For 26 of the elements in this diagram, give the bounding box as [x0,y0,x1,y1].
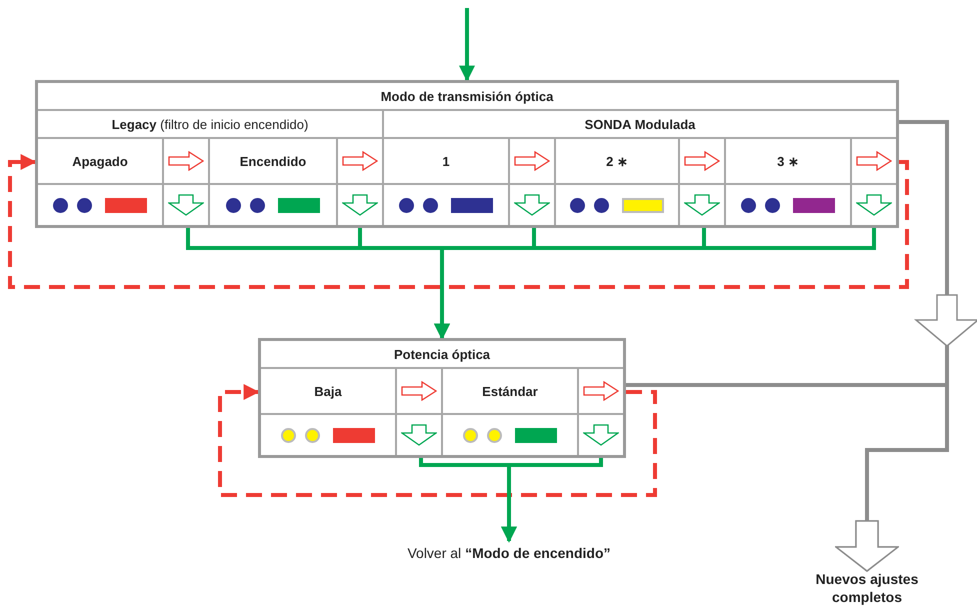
outcome-text: Nuevos ajustes completos [816,571,918,604]
mode-label: Estándar [482,384,538,398]
flow-arrow [459,8,475,82]
mode-column [443,369,623,455]
outcome-text: Volver al “Modo de encendido” [407,545,611,561]
mode-column [210,139,382,225]
mode-column [38,139,210,225]
mode-label: Baja [314,384,342,398]
mode-table [258,338,626,458]
mode-column [261,369,443,455]
mode-column [556,139,726,225]
group-heading: Legacy (filtro de inicio encendido) [112,116,308,132]
mode-label: Apagado [72,154,128,168]
table-title: Potencia óptica [394,346,490,362]
mode-column [726,139,896,225]
table-title: Modo de transmisión óptica [380,88,554,104]
mode-table [35,80,899,228]
loop-back-arrow [8,154,909,289]
mode-group [38,111,384,225]
loop-back-arrow [218,384,657,497]
mode-column [384,139,556,225]
group-heading: SONDA Modulada [584,116,696,132]
mode-label: 1 [442,154,450,168]
mode-label: Encendido [240,154,306,168]
mode-label: 3 ∗ [777,154,799,168]
mode-label: 2 ∗ [606,154,628,168]
